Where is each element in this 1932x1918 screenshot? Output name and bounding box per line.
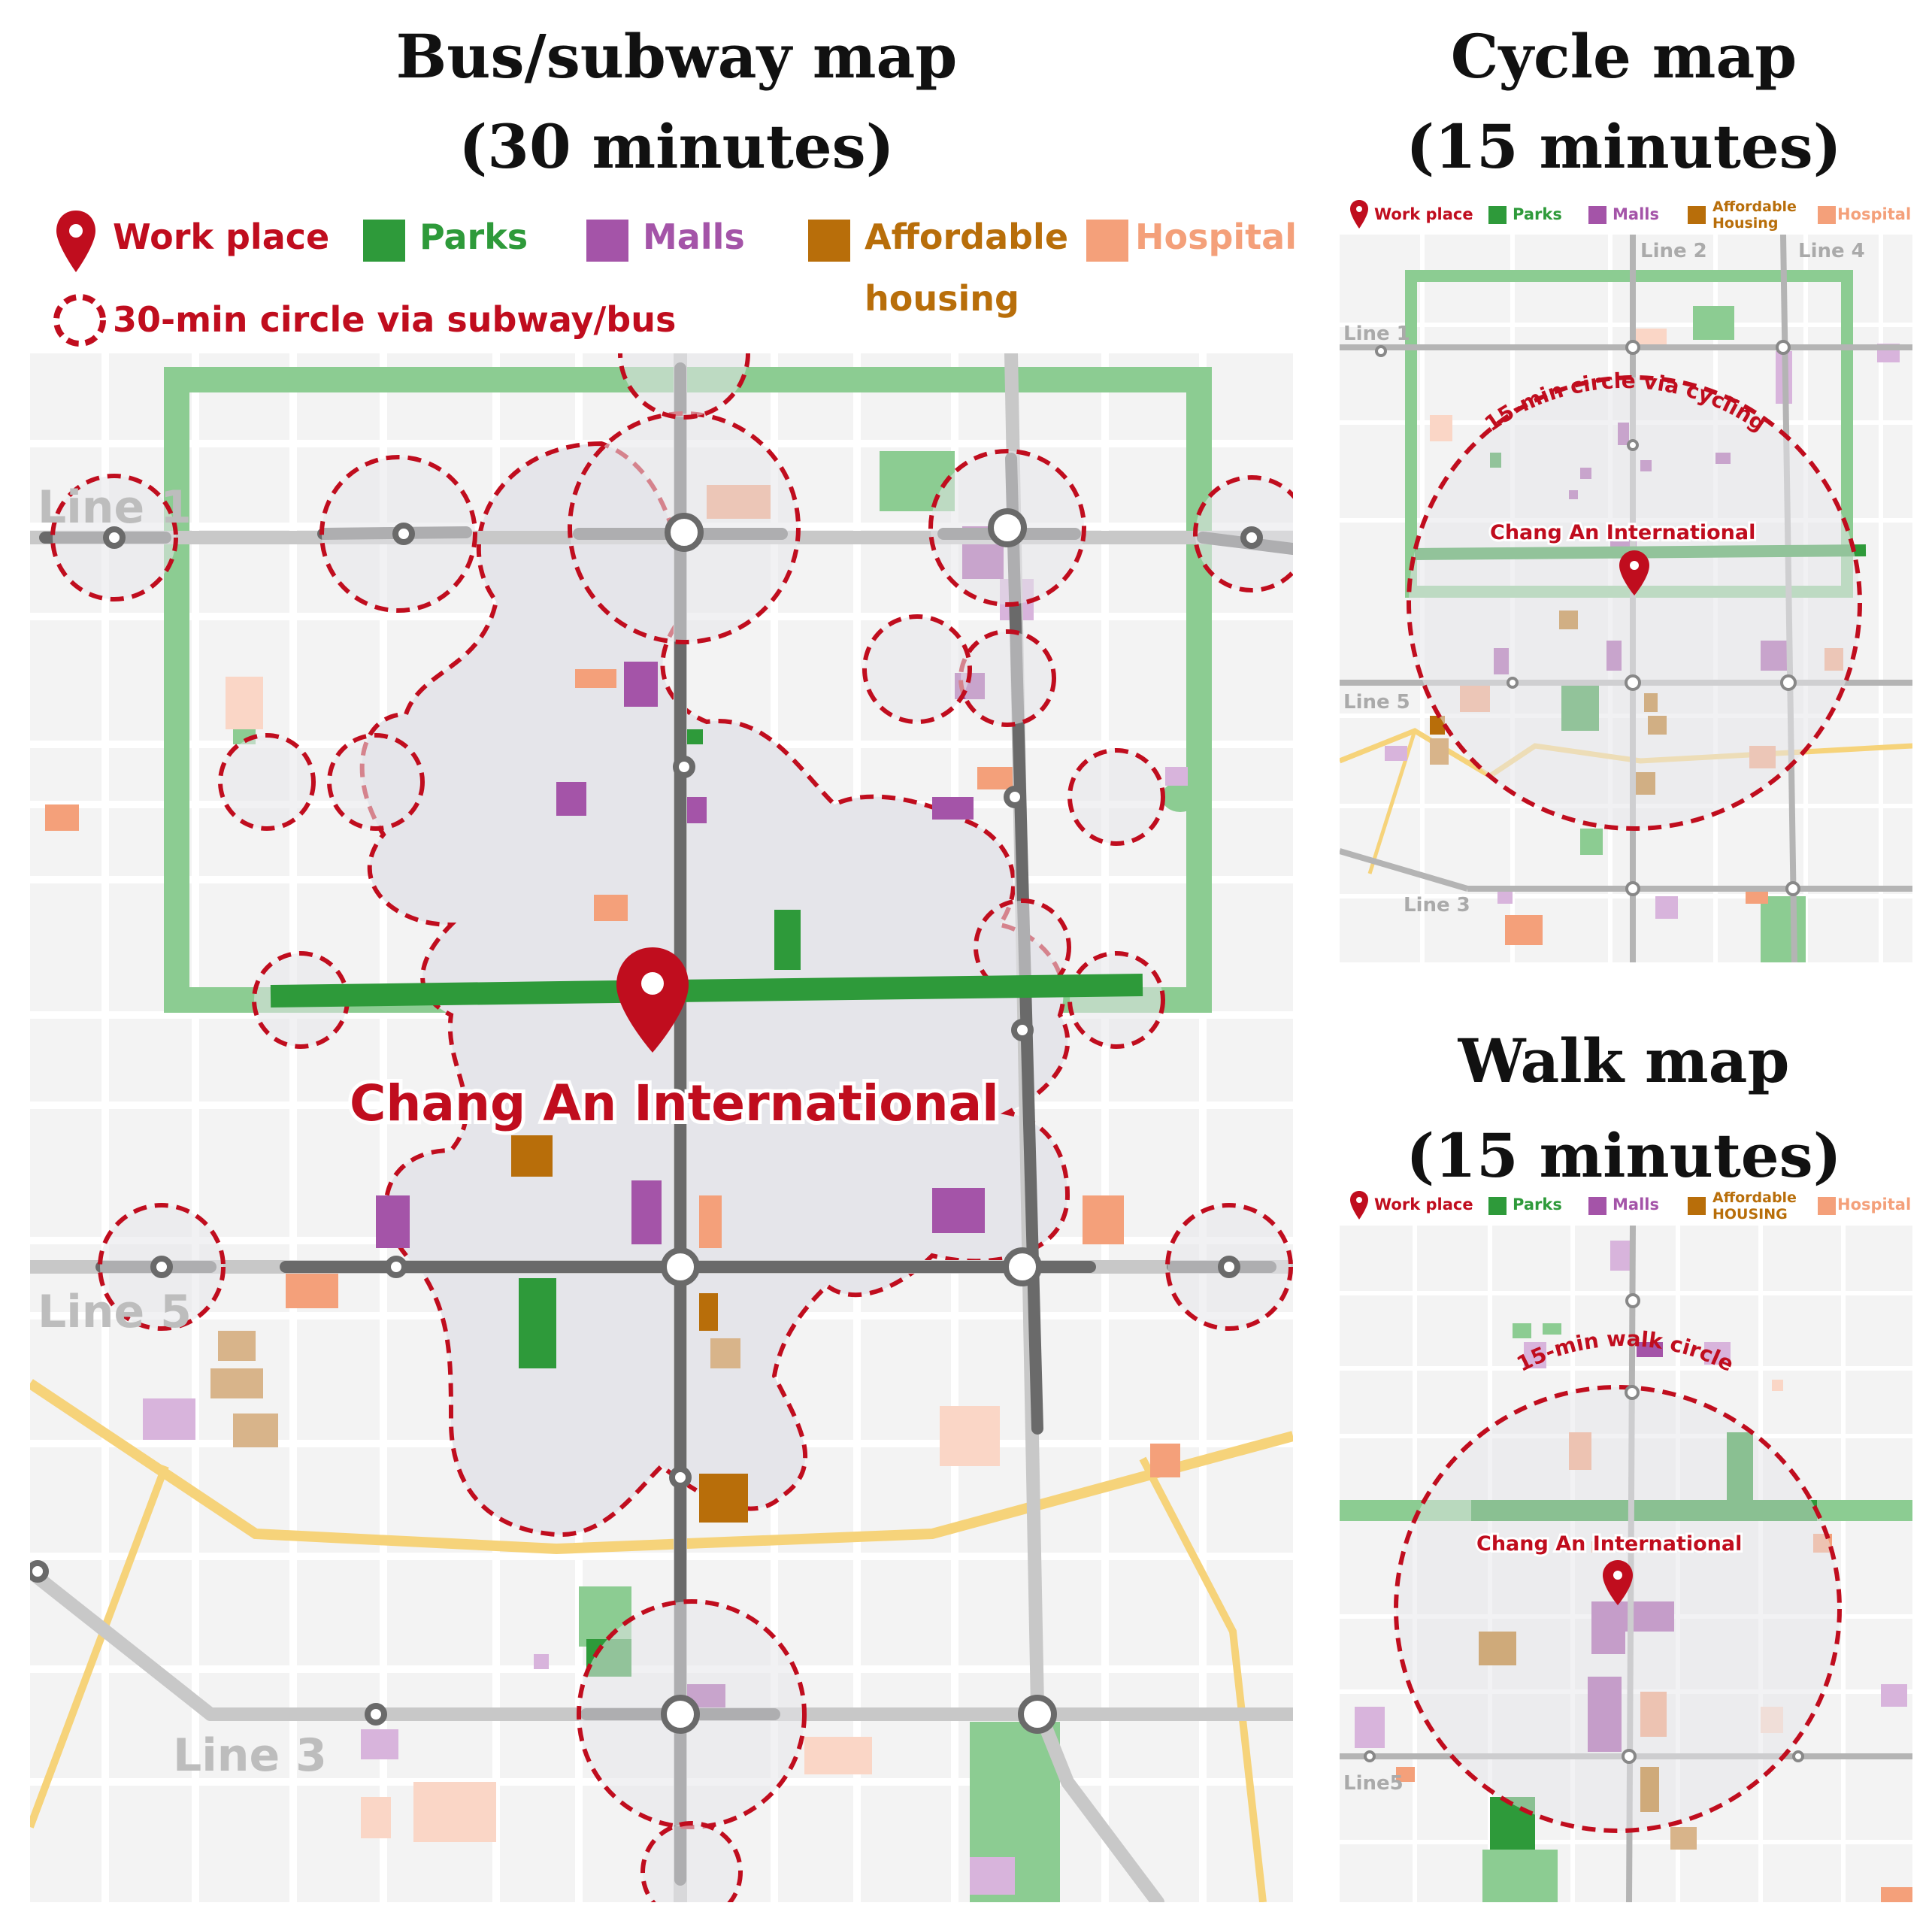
workplace-pin-icon bbox=[616, 947, 689, 1053]
cycle-workplace-label: Chang An International bbox=[1490, 521, 1755, 544]
workplace-label: Chang An International bbox=[350, 1074, 999, 1132]
workplace-pin-icon bbox=[1619, 550, 1649, 595]
legend-hospital-label: Hospital bbox=[1837, 205, 1912, 223]
bus-subway-map: Line 1 Line 5 Line 3 Chang An Internatio… bbox=[30, 353, 1293, 1902]
bus-map-title-line2: (30 minutes) bbox=[459, 111, 895, 182]
walk-workplace-label: Chang An International bbox=[1476, 1532, 1742, 1556]
legend-workplace-label: Work place bbox=[113, 217, 330, 257]
bus-map-title: Bus/subway map (30 minutes) bbox=[226, 11, 1128, 192]
park-ring bbox=[164, 367, 1212, 1013]
walk-map-title-line2: (15 minutes) bbox=[1406, 1120, 1842, 1191]
legend-workplace-label: Work place bbox=[1374, 1195, 1473, 1214]
legend-malls-swatch bbox=[1588, 206, 1606, 224]
legend-housing-swatch bbox=[808, 220, 850, 262]
legend-housing-swatch bbox=[1688, 1197, 1706, 1215]
legend-housing-label-1: Affordable bbox=[865, 217, 1069, 257]
cycle-line3-label: Line 3 bbox=[1404, 894, 1470, 917]
legend-housing-label-2: HOUSING bbox=[1712, 1206, 1788, 1223]
legend-housing-label-2: Housing bbox=[1712, 215, 1779, 232]
legend-parks-swatch bbox=[363, 220, 405, 262]
legend-housing-swatch bbox=[1688, 206, 1706, 224]
cycle-map-title: Cycle map (15 minutes) bbox=[1323, 11, 1924, 192]
cycle-map-title-line2: (15 minutes) bbox=[1406, 111, 1842, 182]
cycle-line4-label: Line 4 bbox=[1798, 240, 1865, 262]
workplace-pin-icon bbox=[1603, 1560, 1633, 1605]
legend-hospital-label: Hospital bbox=[1837, 1195, 1912, 1214]
legend-housing-label-2: housing bbox=[865, 278, 1019, 319]
legend-hospital-label: Hospital bbox=[1135, 217, 1297, 257]
legend-parks-label: Parks bbox=[419, 217, 528, 257]
legend-housing-label-1: Affordable bbox=[1712, 198, 1797, 215]
bus-map-title-line1: Bus/subway map bbox=[395, 21, 958, 92]
dashed-circle-icon bbox=[53, 294, 106, 347]
walk-map-title-line1: Walk map bbox=[1458, 1026, 1790, 1096]
ring-road bbox=[30, 1379, 1293, 1555]
walk-line5-label: Line5 bbox=[1343, 1772, 1404, 1795]
line5-label: Line 5 bbox=[38, 1286, 192, 1338]
legend-malls-label: Malls bbox=[1613, 1195, 1659, 1214]
transit-circles bbox=[50, 353, 1293, 1902]
walk-map: 15-min walk circle Line5 Chang An Intern… bbox=[1340, 1226, 1912, 1902]
legend-housing-label-1: Affordable bbox=[1712, 1189, 1797, 1206]
legend-parks-swatch bbox=[1488, 1197, 1507, 1215]
legend-hospital-swatch bbox=[1818, 206, 1836, 224]
legend-hospital-swatch bbox=[1086, 220, 1128, 262]
cycle-map: 15-min circle via cycling Line 2 Line 4 … bbox=[1340, 235, 1912, 962]
line3-label: Line 3 bbox=[173, 1729, 327, 1782]
bus-map-places bbox=[45, 485, 1188, 1902]
legend-parks-label: Parks bbox=[1513, 1195, 1562, 1214]
legend-workplace-label: Work place bbox=[1374, 205, 1473, 223]
line1-label: Line 1 bbox=[38, 481, 192, 534]
legend-malls-swatch bbox=[1588, 1197, 1606, 1215]
walk-map-title: Walk map (15 minutes) bbox=[1323, 1014, 1924, 1203]
legend-parks-label: Parks bbox=[1513, 205, 1562, 223]
legend-parks-swatch bbox=[1488, 206, 1507, 224]
workplace-pin-icon bbox=[56, 211, 95, 272]
changan-boulevard bbox=[270, 974, 1143, 1007]
legend-malls-swatch bbox=[586, 220, 628, 262]
cycle-line2-label: Line 2 bbox=[1640, 240, 1707, 262]
cycle-line5-label: Line 5 bbox=[1343, 691, 1410, 714]
legend-malls-label: Malls bbox=[643, 217, 745, 257]
legend-hospital-swatch bbox=[1818, 1197, 1836, 1215]
workplace-pin-icon bbox=[1350, 1191, 1368, 1220]
legend-circle-label: 30-min circle via subway/bus bbox=[113, 299, 677, 340]
legend-malls-label: Malls bbox=[1613, 205, 1659, 223]
workplace-pin-icon bbox=[1350, 200, 1368, 229]
cycle-map-title-line1: Cycle map bbox=[1450, 21, 1797, 92]
stations bbox=[30, 508, 1263, 1734]
cycle-line1-label: Line 1 bbox=[1343, 323, 1410, 345]
